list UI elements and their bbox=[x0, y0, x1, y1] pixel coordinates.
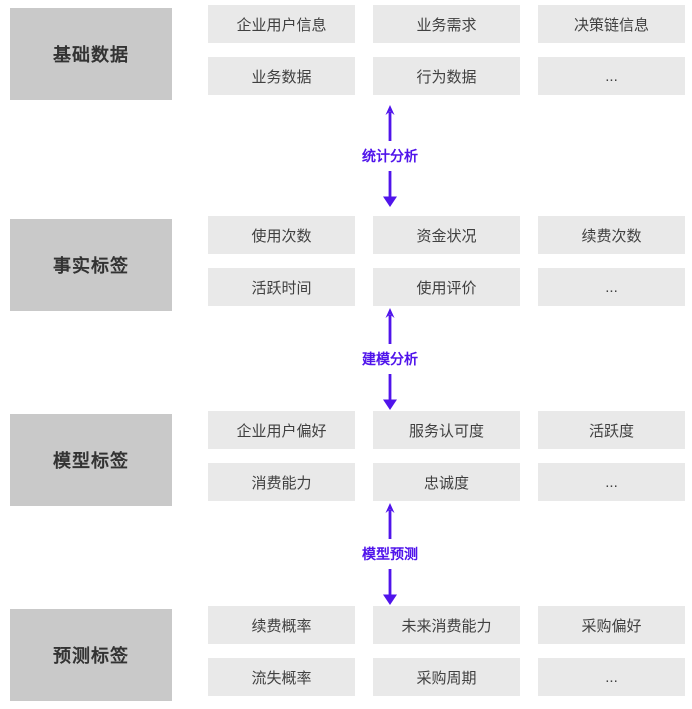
item-box: 决策链信息 bbox=[538, 5, 685, 43]
up-arrow-icon bbox=[385, 308, 395, 344]
item-box: 消费能力 bbox=[208, 463, 355, 501]
item-box: 未来消费能力 bbox=[373, 606, 520, 644]
item-box: 续费概率 bbox=[208, 606, 355, 644]
section-basic-data: 基础数据 企业用户信息 业务需求 决策链信息 业务数据 行为数据 ... bbox=[0, 5, 692, 100]
section-fact-labels: 事实标签 使用次数 资金状况 续费次数 活跃时间 使用评价 ... bbox=[0, 216, 692, 311]
down-arrow-icon bbox=[383, 171, 397, 207]
item-box: 采购周期 bbox=[373, 658, 520, 696]
item-box: 续费次数 bbox=[538, 216, 685, 254]
item-box: 活跃时间 bbox=[208, 268, 355, 306]
down-arrow-icon bbox=[383, 374, 397, 410]
item-box: 资金状况 bbox=[373, 216, 520, 254]
flow-arrow-modeling-analysis: 建模分析 bbox=[362, 308, 418, 410]
item-box: 忠诚度 bbox=[373, 463, 520, 501]
section-prediction-labels: 预测标签 续费概率 未来消费能力 采购偏好 流失概率 采购周期 ... bbox=[0, 606, 692, 701]
item-box: 企业用户偏好 bbox=[208, 411, 355, 449]
item-box: 业务需求 bbox=[373, 5, 520, 43]
up-arrow-icon bbox=[385, 105, 395, 141]
item-box: 使用评价 bbox=[373, 268, 520, 306]
item-box: 采购偏好 bbox=[538, 606, 685, 644]
arrow-label: 统计分析 bbox=[362, 148, 418, 164]
item-box: 使用次数 bbox=[208, 216, 355, 254]
section-label-basic-data: 基础数据 bbox=[10, 8, 172, 100]
section-label-prediction-labels: 预测标签 bbox=[10, 609, 172, 701]
arrow-label: 建模分析 bbox=[362, 351, 418, 367]
item-box: 业务数据 bbox=[208, 57, 355, 95]
item-box: 流失概率 bbox=[208, 658, 355, 696]
down-arrow-icon bbox=[383, 569, 397, 605]
item-box: 服务认可度 bbox=[373, 411, 520, 449]
section-label-fact-labels: 事实标签 bbox=[10, 219, 172, 311]
flow-arrow-statistical-analysis: 统计分析 bbox=[362, 105, 418, 207]
item-box-ellipsis: ... bbox=[538, 57, 685, 95]
item-box-ellipsis: ... bbox=[538, 658, 685, 696]
section-model-labels: 模型标签 企业用户偏好 服务认可度 活跃度 消费能力 忠诚度 ... bbox=[0, 411, 692, 506]
item-box: 企业用户信息 bbox=[208, 5, 355, 43]
item-box: 活跃度 bbox=[538, 411, 685, 449]
flow-arrow-model-prediction: 模型预测 bbox=[362, 503, 418, 605]
up-arrow-icon bbox=[385, 503, 395, 539]
item-box-ellipsis: ... bbox=[538, 463, 685, 501]
section-label-model-labels: 模型标签 bbox=[10, 414, 172, 506]
item-box: 行为数据 bbox=[373, 57, 520, 95]
item-box-ellipsis: ... bbox=[538, 268, 685, 306]
arrow-label: 模型预测 bbox=[362, 546, 418, 562]
